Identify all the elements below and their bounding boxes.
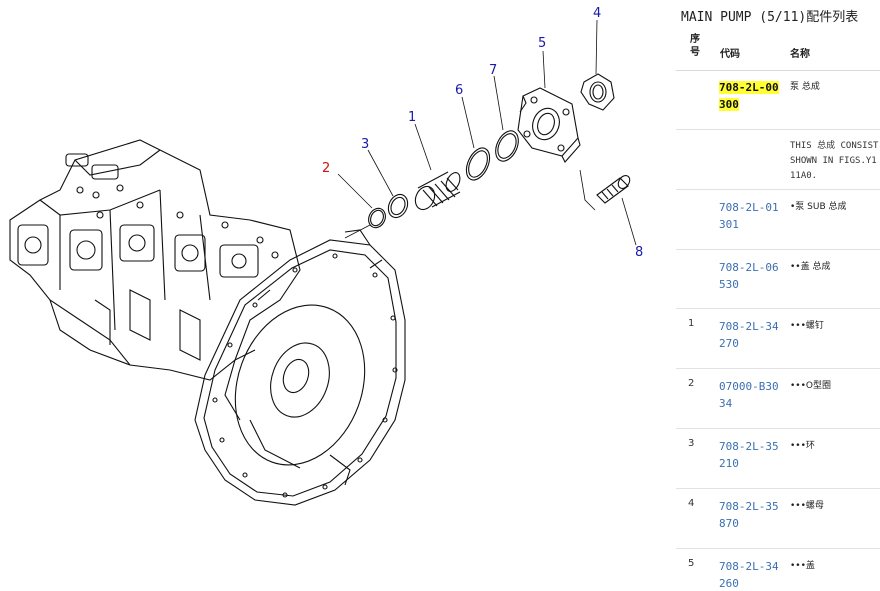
parts-list-panel: MAIN PUMP (5/11)配件列表 序号 代码 名称 708-2L-003…: [676, 0, 880, 591]
part-code-link[interactable]: 708-2L-00300: [719, 79, 779, 113]
part-code-link[interactable]: 708-2L-35210: [719, 438, 779, 472]
part-code-text: 07000-B3034: [719, 380, 779, 411]
header-name: 名称: [790, 49, 810, 60]
callout-2[interactable]: 2: [322, 161, 330, 176]
row-number: 1: [688, 318, 695, 330]
table-row[interactable]: 2 07000-B3034 •••O型圈: [676, 369, 880, 429]
pump-body-drawing: [9, 139, 406, 506]
row-number: 2: [688, 378, 695, 390]
part-3-ring: [387, 193, 409, 219]
part-1-screw: [414, 171, 461, 211]
header-no: 序号: [690, 34, 700, 58]
part-code-link[interactable]: 708-2L-34260: [719, 558, 779, 591]
part-name: 泵 总成: [790, 82, 820, 92]
part-name: •泵 SUB 总成: [790, 201, 847, 212]
callout-5[interactable]: 5: [538, 36, 546, 51]
parts-table-body: 708-2L-00300 泵 总成 THIS 总成 CONSIST SHOWN IN…: [676, 70, 880, 591]
parts-table-header: 序号 代码 名称: [676, 30, 880, 71]
header-code: 代码: [720, 49, 740, 60]
part-5-cover: [517, 87, 581, 163]
part-code-text: 708-2L-01301: [719, 200, 779, 231]
callout-4[interactable]: 4: [593, 6, 601, 21]
part-6-o-ring: [465, 147, 491, 181]
part-code-text: 708-2L-35210: [719, 439, 779, 470]
part-name: •••环: [790, 440, 815, 451]
table-row[interactable]: 1 708-2L-34270 •••螺钉: [676, 309, 880, 370]
parts-list-title: MAIN PUMP (5/11)配件列表: [681, 10, 859, 25]
table-row[interactable]: 708-2L-00300 泵 总成: [676, 70, 880, 130]
callout-1[interactable]: 1: [408, 110, 416, 125]
part-code-link[interactable]: 07000-B3034: [719, 378, 779, 412]
part-code-text: 708-2L-00300: [719, 81, 779, 111]
part-code-link[interactable]: 708-2L-35870: [719, 498, 779, 532]
exploded-parts-diagram: 1 2 3 4 5 6 7 8: [9, 6, 643, 506]
part-2-o-ring: [368, 207, 386, 229]
callout-6[interactable]: 6: [455, 83, 463, 98]
row-number: 5: [688, 557, 695, 569]
part-name: •••螺钉: [790, 321, 824, 332]
part-code-text: 708-2L-34270: [719, 320, 779, 351]
row-number: 3: [688, 437, 695, 449]
table-row[interactable]: 4 708-2L-35870 •••螺母: [676, 489, 880, 549]
assembly-note: THIS 总成 CONSIST SHOWN IN FIGS.Y1 11A0.: [790, 140, 879, 181]
part-4-nut: [580, 73, 615, 111]
callout-8[interactable]: 8: [635, 245, 643, 260]
table-row[interactable]: 3 708-2L-35210 •••环: [676, 429, 880, 489]
part-name: ••盖 总成: [790, 261, 831, 272]
part-code-text: 708-2L-34260: [719, 559, 779, 590]
part-code-text: 708-2L-35870: [719, 499, 779, 530]
part-8-screw: [596, 175, 631, 204]
part-name: •••O型圈: [790, 381, 832, 392]
part-name: •••螺母: [790, 500, 824, 511]
table-row[interactable]: 708-2L-01301 •泵 SUB 总成: [676, 190, 880, 250]
part-code-link[interactable]: 708-2L-34270: [719, 318, 779, 352]
callout-3[interactable]: 3: [361, 137, 369, 152]
part-name: •••盖: [790, 560, 815, 571]
part-code-link[interactable]: 708-2L-01301: [719, 199, 779, 233]
table-row[interactable]: 5 708-2L-34260 •••盖: [676, 549, 880, 591]
part-code-text: 708-2L-06530: [719, 260, 779, 291]
row-number: 4: [688, 497, 695, 509]
table-row[interactable]: 708-2L-06530 ••盖 总成: [676, 250, 880, 310]
part-code-link[interactable]: 708-2L-06530: [719, 259, 779, 293]
assembly-note-row: THIS 总成 CONSIST SHOWN IN FIGS.Y1 11A0.: [676, 130, 880, 190]
part-7-o-ring: [495, 130, 519, 162]
callout-7[interactable]: 7: [489, 63, 497, 78]
